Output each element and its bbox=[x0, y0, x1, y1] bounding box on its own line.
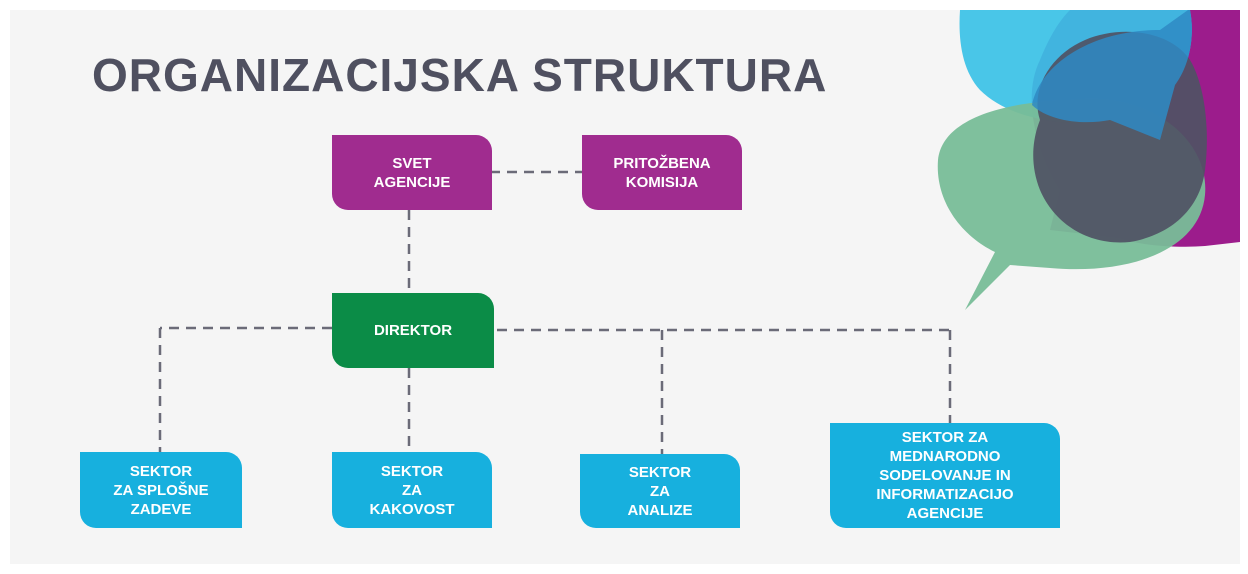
node-sektor-mednarodno: SEKTOR ZA MEDNARODNO SODELOVANJE IN INFO… bbox=[830, 423, 1060, 528]
node-label: SEKTOR ZA KAKOVOST bbox=[369, 462, 455, 518]
node-svet-agencije: SVET AGENCIJE bbox=[332, 135, 492, 210]
node-label: DIREKTOR bbox=[373, 322, 453, 339]
node-sektor-splosne-zadeve: SEKTOR ZA SPLOŠNE ZADEVE bbox=[80, 452, 242, 528]
node-label: SEKTOR ZA ANALIZE bbox=[627, 463, 693, 519]
speech-bubbles-decoration bbox=[937, 10, 1240, 311]
node-sektor-kakovost: SEKTOR ZA KAKOVOST bbox=[332, 452, 492, 528]
node-label: SVET AGENCIJE bbox=[373, 154, 451, 191]
node-pritozbena-komisija: PRITOŽBENA KOMISIJA bbox=[582, 135, 742, 210]
node-direktor: DIREKTOR bbox=[332, 293, 494, 368]
node-label: SEKTOR ZA SPLOŠNE ZADEVE bbox=[113, 462, 209, 518]
node-label: SEKTOR ZA MEDNARODNO SODELOVANJE IN INFO… bbox=[876, 429, 1014, 522]
connector-lines bbox=[158, 170, 952, 454]
diagram-canvas: ORGANIZACIJSKA STRUKTURA SVET AGENCIJE P… bbox=[10, 10, 1240, 564]
blue-overlap-shape bbox=[1032, 10, 1192, 140]
node-label: PRITOŽBENA KOMISIJA bbox=[613, 154, 711, 191]
page-title: ORGANIZACIJSKA STRUKTURA bbox=[92, 49, 828, 101]
node-sektor-analize: SEKTOR ZA ANALIZE bbox=[580, 454, 740, 528]
